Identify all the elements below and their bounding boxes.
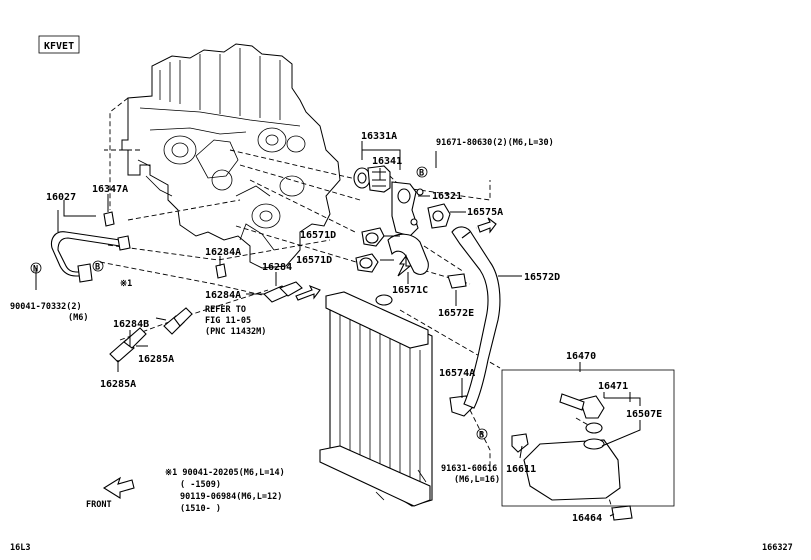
label-16347a: 16347A xyxy=(92,184,128,195)
label-16572e: 16572E xyxy=(438,308,474,319)
front-label: FRONT xyxy=(86,500,112,510)
thermostat-assembly xyxy=(353,165,451,237)
footer: 16L3 166327 xyxy=(10,543,793,553)
bypass-hoses xyxy=(109,263,303,363)
label-91631-sub: (M6,L=16) xyxy=(454,475,500,485)
label-16572d: 16572D xyxy=(524,272,560,283)
label-16464: 16464 xyxy=(572,513,602,524)
footnote-line2: ( -1509) xyxy=(180,480,221,490)
refer-line2: FIG 11-05 xyxy=(205,316,251,326)
engine-tag: KFVET xyxy=(38,35,80,54)
label-90041-70332-sub: (M6) xyxy=(68,313,88,323)
label-16571d-upper: 16571D xyxy=(300,230,336,241)
label-16611: 16611 xyxy=(506,464,536,475)
marker-b-upper: B xyxy=(419,169,424,179)
label-16341: 16341 xyxy=(372,156,402,167)
label-90041-70332: 90041-70332(2) xyxy=(10,302,82,312)
label-16284b: 16284B xyxy=(113,319,149,330)
label-16284a-upper: 16284A xyxy=(205,247,241,258)
refer-line3: (PNC 11432M) xyxy=(205,327,266,337)
circle-markers: B B N B ※1 xyxy=(30,166,488,441)
short-hose-16571c xyxy=(387,233,429,275)
footnote: ※1 90041-20205(M6,L=14) ( -1509) 90119-0… xyxy=(165,468,285,514)
label-16507e: 16507E xyxy=(626,409,662,420)
label-16575a: 16575A xyxy=(467,207,503,218)
front-arrow: FRONT xyxy=(86,476,135,510)
footnote-line4: (1510- ) xyxy=(180,504,221,514)
marker-b-left: B xyxy=(95,263,100,273)
callout-lines xyxy=(35,141,641,517)
flow-arrows xyxy=(295,217,497,301)
label-16027: 16027 xyxy=(46,192,76,203)
label-16285a-left: 16285A xyxy=(100,379,136,390)
engine-tag-text: KFVET xyxy=(44,41,74,52)
label-16321: 16321 xyxy=(432,191,462,202)
marker-b-lower: B xyxy=(479,431,484,441)
engine-block-drawing xyxy=(121,43,341,269)
bypass-pipe-16027 xyxy=(50,211,131,283)
long-hose-16572d xyxy=(451,226,501,409)
label-16285a-right: 16285A xyxy=(138,354,174,365)
label-16331a: 16331A xyxy=(361,131,397,142)
footer-left-code: 16L3 xyxy=(10,543,30,553)
label-16571c: 16571C xyxy=(392,285,428,296)
label-16284a-lower: 16284A xyxy=(205,290,241,301)
radiator xyxy=(319,291,433,507)
label-91631: 91631-60616 xyxy=(441,464,497,474)
part-labels: 16331A 16341 91671-80630(2)(M6,L=30) 163… xyxy=(10,131,662,524)
reservoir-tank xyxy=(501,369,675,521)
label-91671: 91671-80630(2)(M6,L=30) xyxy=(436,138,554,148)
label-16470: 16470 xyxy=(566,351,596,362)
dashed-leaders xyxy=(99,97,613,509)
footnote-line1: ※1 90041-20205(M6,L=14) xyxy=(165,468,285,478)
refer-line1: REFER TO xyxy=(205,305,246,315)
label-16284: 16284 xyxy=(262,262,292,273)
footnote-line3: 90119-06984(M6,L=12) xyxy=(180,492,282,502)
marker-n-left: N xyxy=(33,265,38,275)
label-16571d-lower: 16571D xyxy=(296,255,332,266)
label-16574a: 16574A xyxy=(439,368,475,379)
ref1-marker: ※1 xyxy=(120,279,132,289)
footer-right-code: 166327 xyxy=(762,543,793,553)
refer-note: REFER TO FIG 11-05 (PNC 11432M) xyxy=(205,305,266,337)
label-16471: 16471 xyxy=(598,381,628,392)
